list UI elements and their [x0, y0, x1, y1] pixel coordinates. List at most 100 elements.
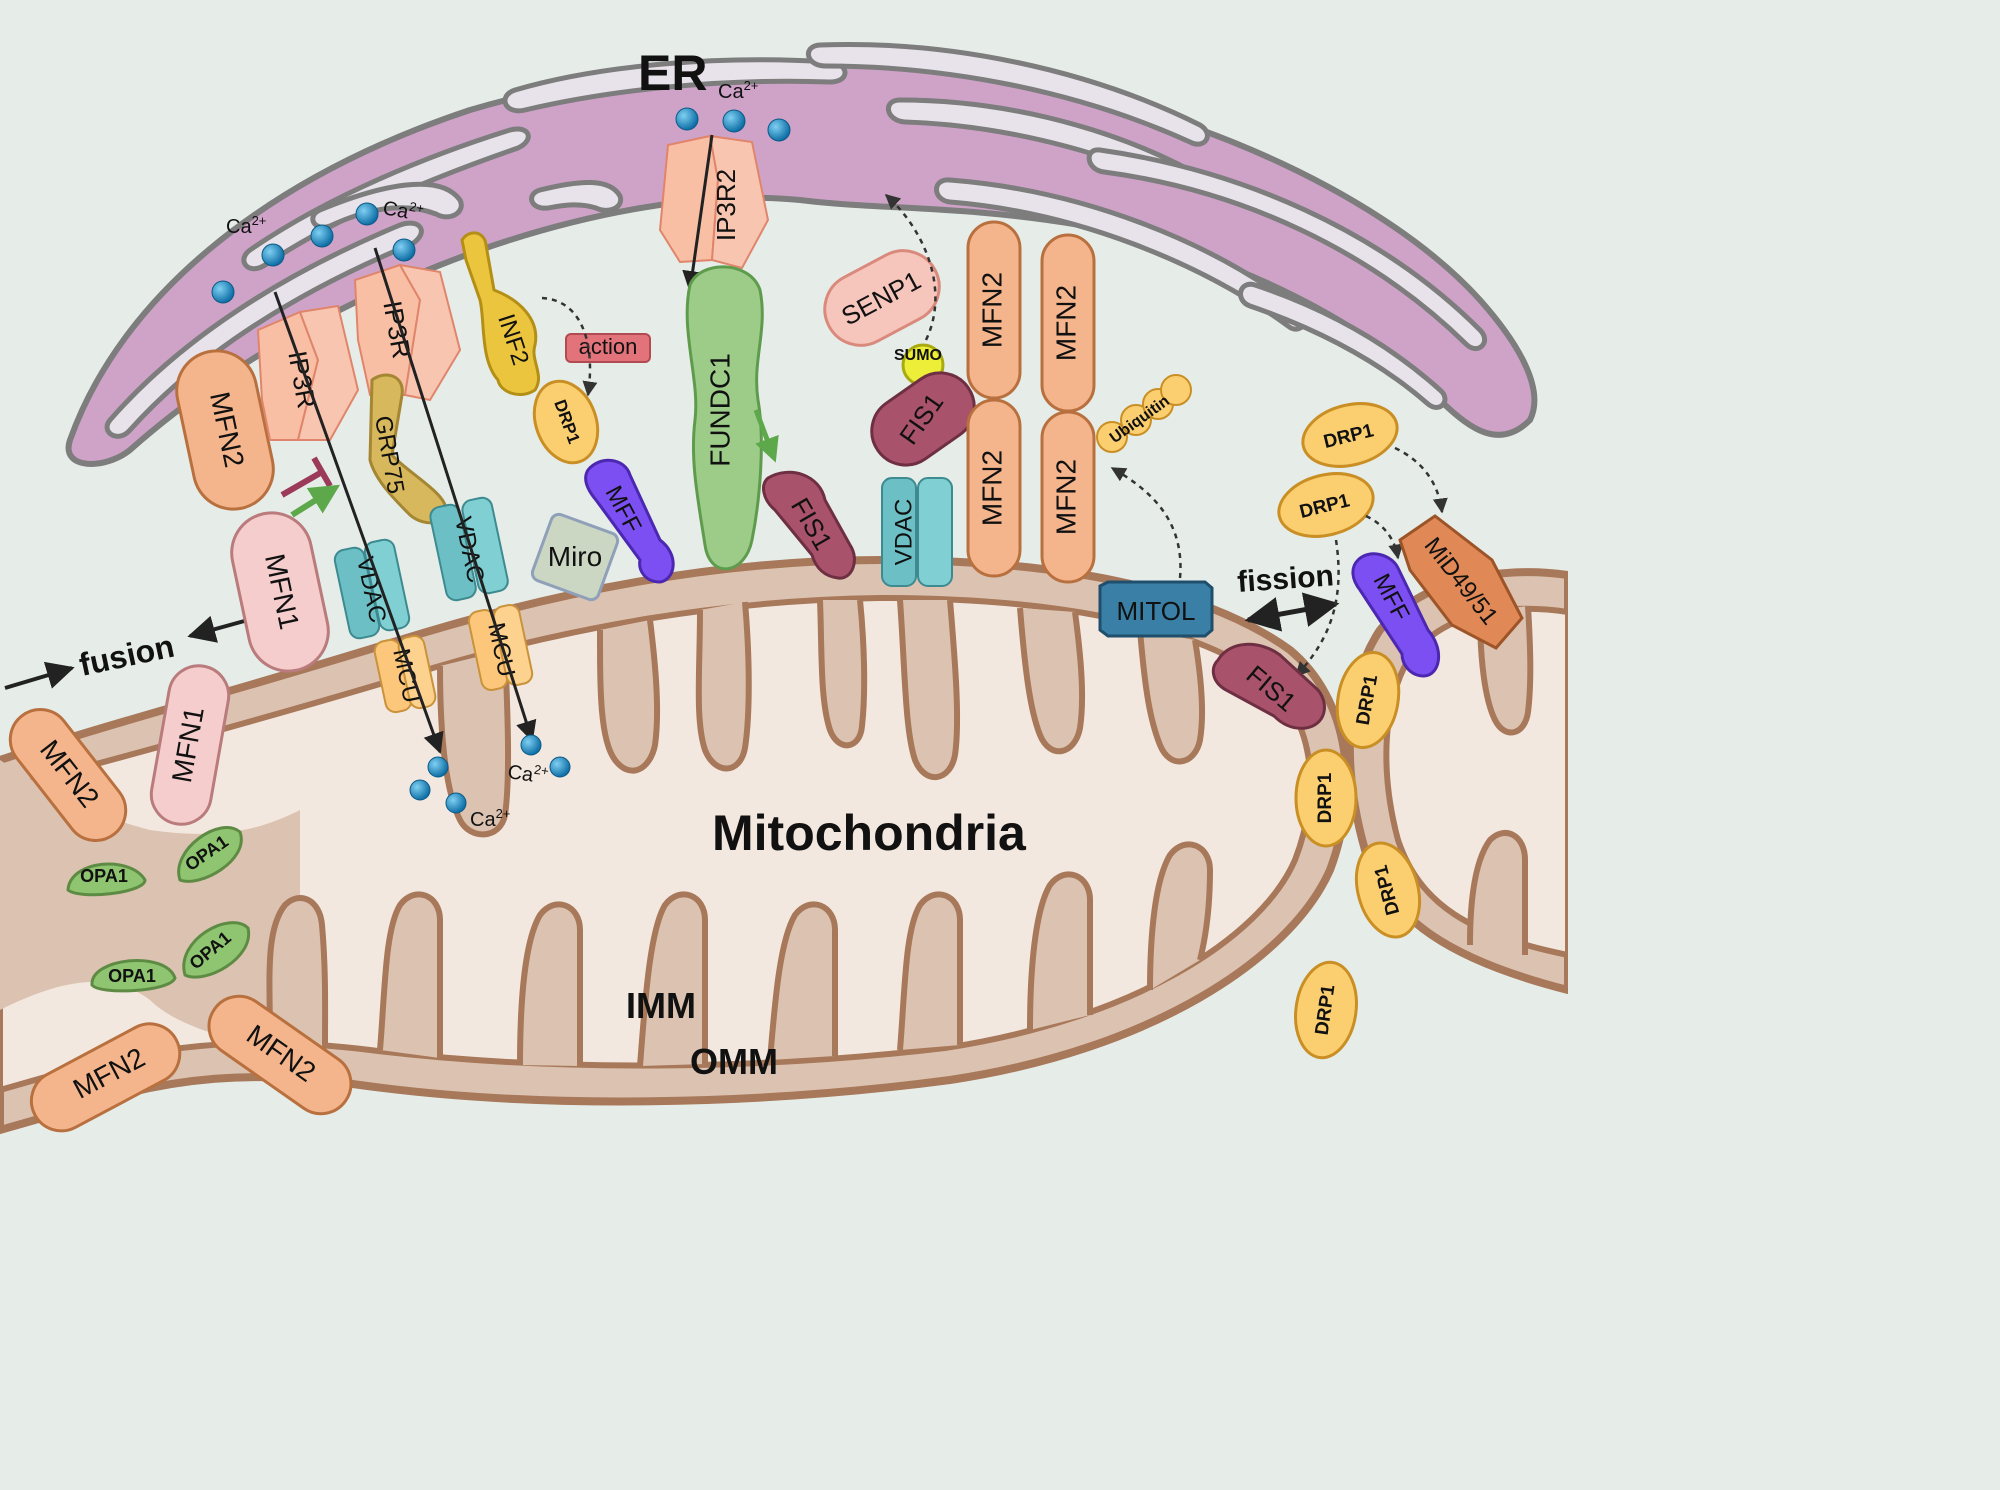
crista: [1467, 829, 1529, 955]
calcium-label: Ca2+: [470, 806, 510, 831]
mitochondria-label: Mitochondria: [712, 805, 1027, 861]
calcium-ion: [211, 280, 235, 304]
ip3r-channel: IP3R: [353, 263, 462, 402]
mfn1-protein: MFN1: [230, 511, 330, 673]
svg-text:MFN2: MFN2: [1050, 285, 1081, 361]
crista: [817, 599, 868, 749]
svg-text:Ca2+: Ca2+: [718, 78, 758, 103]
svg-text:SUMO: SUMO: [894, 347, 942, 364]
drp1-protein: DRP1: [1294, 748, 1358, 848]
calcium-ion: [392, 238, 416, 262]
mff-protein: MFF: [584, 459, 675, 584]
fis1-protein: FIS1: [762, 470, 856, 580]
svg-text:Ca2+: Ca2+: [506, 758, 549, 788]
crista: [1147, 841, 1213, 991]
crista: [637, 891, 709, 1067]
calcium-label: Ca2+: [381, 194, 425, 226]
calcium-ion: [675, 107, 699, 131]
opa1-protein: OPA1: [177, 826, 243, 883]
mfn2-protein: MFN2: [175, 349, 275, 511]
svg-text:DRP1: DRP1: [1315, 772, 1336, 823]
miro-protein: Miro: [530, 512, 620, 602]
drp1-protein: DRP1: [1335, 650, 1401, 750]
calcium-label: Ca2+: [226, 213, 266, 238]
svg-text:Miro: Miro: [548, 541, 602, 572]
fusion-label: fusion: [76, 628, 177, 683]
vdac-channel: VDAC: [429, 496, 509, 602]
svg-text:MITOL: MITOL: [1117, 596, 1196, 626]
crista: [1017, 607, 1086, 755]
svg-text:OPA1: OPA1: [80, 866, 128, 886]
mfn2-protein: MFN2: [966, 220, 1022, 400]
svg-text:OPA1: OPA1: [108, 966, 156, 986]
calcium-ion: [355, 202, 379, 226]
dotted-arrow: [541, 296, 598, 397]
svg-text:MFN2: MFN2: [1050, 459, 1081, 535]
mitochondria: [0, 555, 1568, 1135]
inhibition-bar: [311, 456, 333, 488]
calcium-flux-arrow: [682, 134, 714, 293]
drp1-protein: DRP1: [1294, 960, 1358, 1060]
ip3r2-channel: IP3R2: [658, 134, 770, 270]
svg-text:MFN2: MFN2: [976, 272, 1007, 348]
dotted-arrow: [1110, 466, 1182, 579]
opa1-protein: OPA1: [182, 921, 251, 979]
svg-text:Ca2+: Ca2+: [470, 806, 510, 831]
er-mitochondria-contact-diagram: fusion fission MFN2 MFN1 OPA1 OPA1 OPA1 …: [0, 42, 1568, 1135]
calcium-ion: [722, 109, 746, 133]
calcium-ion: [427, 756, 449, 778]
svg-text:Ca2+: Ca2+: [226, 213, 266, 238]
mfn2-protein: MFN2: [966, 398, 1022, 578]
calcium-flux-arrow: [273, 291, 444, 754]
omm-label: OMM: [690, 1041, 778, 1082]
opa1-protein: OPA1: [66, 862, 147, 897]
svg-text:Ubiquitin: Ubiquitin: [1107, 393, 1173, 448]
mfn2-protein: MFN2: [1040, 233, 1096, 413]
fission-arrow: [1244, 592, 1340, 632]
drp1-protein: DRP1: [532, 379, 600, 465]
svg-text:FUNDC1: FUNDC1: [704, 353, 735, 467]
senp1-protein: SENP1: [823, 249, 941, 347]
calcium-label: Ca2+: [718, 78, 758, 103]
grp75-protein: GRP75: [368, 373, 448, 525]
activation-arrow: [290, 484, 341, 518]
crista: [1027, 871, 1094, 1031]
calcium-ion: [520, 734, 542, 756]
crista: [695, 601, 752, 772]
svg-text:VDAC: VDAC: [890, 499, 917, 566]
inf2-protein: INF2: [460, 231, 541, 396]
ip3r-channel: IP3R: [256, 304, 360, 441]
fission-label: fission: [1236, 559, 1335, 599]
drp1-protein: DRP1: [1354, 841, 1422, 939]
vdac-channel: VDAC: [881, 477, 953, 587]
er-cisterna: [502, 57, 848, 114]
calcium-ion: [310, 224, 334, 248]
fis1-protein: FIS1: [1211, 642, 1326, 730]
crista: [517, 901, 584, 1066]
er-cisterna: [806, 42, 1210, 147]
imm-label: IMM: [626, 985, 696, 1026]
activation-arrow: [753, 409, 779, 463]
mfn2-protein: MFN2: [1040, 410, 1096, 584]
ubiquitin-chain: Ubiquitin: [1096, 374, 1192, 453]
mitol-protein: MITOL: [1098, 580, 1214, 638]
svg-text:MFN2: MFN2: [976, 450, 1007, 526]
mfn1-protein: MFN1: [149, 664, 231, 826]
dotted-arrow: [1394, 446, 1448, 514]
calcium-ion: [261, 243, 285, 267]
fusion-arrows: [4, 615, 249, 690]
svg-text:IP3R2: IP3R2: [711, 169, 741, 241]
crista: [1137, 629, 1206, 765]
drp1-protein: DRP1: [1277, 472, 1375, 538]
calcium-label: Ca2+: [506, 758, 549, 788]
mcu-channel: MCU: [467, 604, 534, 691]
crista: [266, 894, 329, 1049]
crista: [897, 599, 961, 781]
svg-text:Ca2+: Ca2+: [381, 194, 425, 226]
action-label-box: action: [565, 333, 651, 363]
fundc1-protein: FUNDC1: [685, 265, 764, 571]
drp1-protein: DRP1: [1301, 402, 1399, 468]
er-cisterna: [934, 177, 1308, 332]
er-cisterna: [529, 180, 624, 213]
crista: [377, 891, 444, 1058]
